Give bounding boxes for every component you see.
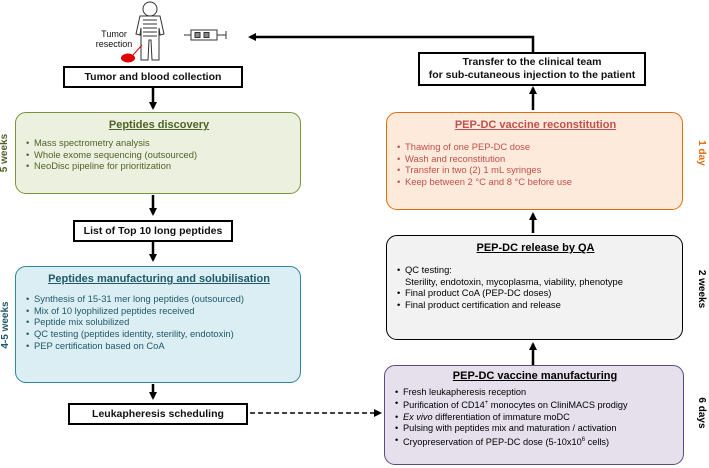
top10-peptides-label: List of Top 10 long peptides: [83, 224, 223, 237]
list-item: Thawing of one PEP-DC dose: [397, 141, 674, 153]
vaccine-manufacturing-title: PEP-DC vaccine manufacturing: [452, 370, 618, 382]
cd14-superscript: +: [484, 400, 489, 407]
list-item: QC testing (peptides identity, sterility…: [26, 328, 292, 340]
cryo-superscript: 6: [581, 436, 586, 443]
release-by-qa-title: PEP-DC release by QA: [476, 242, 595, 254]
duration-6-days: 6 days: [696, 397, 707, 429]
tumor-label-line1: Tumor: [101, 29, 127, 39]
list-item: Mix of 10 lyophilized peptides received: [26, 305, 292, 317]
cryo-text-post: cells): [585, 436, 610, 447]
release-by-qa-panel: PEP-DC release by QA QC testing: Sterili…: [386, 235, 683, 340]
top10-peptides-box: List of Top 10 long peptides: [73, 220, 233, 242]
list-item: Final product certification and release: [397, 299, 674, 311]
list-sub-item: Sterility, endotoxin, mycoplasma, viabil…: [405, 275, 623, 287]
list-item: NeoDisc pipeline for prioritization: [26, 160, 292, 172]
vaccine-reconstitution-list: Thawing of one PEP-DC dose Wash and reco…: [397, 141, 674, 188]
peptides-discovery-title: Peptides discovery: [108, 119, 210, 131]
duration-4-5-weeks: 4-5 weeks: [0, 301, 11, 349]
list-item: Whole exome sequencing (outsourced): [26, 149, 292, 161]
peptides-discovery-panel: Peptides discovery Mass spectrometry ana…: [15, 112, 301, 194]
syringe-icon: [184, 29, 227, 41]
transfer-line1: Transfer to the clinical team: [462, 56, 602, 69]
duration-2-weeks: 2 weeks: [696, 269, 707, 309]
cd14-text-post: monocytes on CliniMACS prodigy: [488, 400, 628, 411]
tumor-pointer: [132, 44, 143, 56]
arrow-transfer-to-patient: [248, 33, 535, 52]
peptides-discovery-list: Mass spectrometry analysis Whole exome s…: [26, 137, 292, 172]
tumor-label-line2: resection: [95, 39, 133, 49]
list-item: PEP certification based on CoA: [26, 340, 292, 352]
list-item: Keep between 2 °C and 8 °C before use: [397, 176, 674, 188]
list-item: Peptide mix solubilized: [26, 316, 292, 328]
list-item: Pulsing with peptides mix and maturation…: [395, 423, 675, 435]
list-item: Purification of CD14+ monocytes on Clini…: [395, 398, 675, 411]
peptides-manufacturing-title: Peptides manufacturing and solubilisatio…: [48, 273, 270, 285]
duration-1-day: 1 day: [696, 140, 707, 166]
tumor-resection-label: Tumor resection: [86, 29, 142, 49]
vaccine-manufacturing-panel: PEP-DC vaccine manufacturing Fresh leuka…: [384, 365, 684, 465]
list-item: Cryopreservation of PEP-DC dose (5-10x10…: [395, 435, 675, 448]
transfer-clinical-team-box: Transfer to the clinical team for sub-cu…: [418, 52, 646, 86]
duration-5-weeks: 5 weeks: [0, 133, 10, 173]
release-by-qa-list: QC testing: Sterility, endotoxin, mycopl…: [397, 264, 674, 311]
vaccine-reconstitution-panel: PEP-DC vaccine reconstitution Thawing of…: [386, 112, 683, 210]
patient-figure-icon: [135, 1, 165, 61]
vaccine-reconstitution-title: PEP-DC vaccine reconstitution: [454, 119, 617, 131]
list-item: Synthesis of 15-31 mer long peptides (ou…: [26, 293, 292, 305]
leukapheresis-scheduling-box: Leukapheresis scheduling: [68, 403, 248, 425]
list-item: Mass spectrometry analysis: [26, 137, 292, 149]
list-item: Final product CoA (PEP-DC doses): [397, 287, 674, 299]
tumor-icon: [121, 53, 135, 63]
vaccine-manufacturing-list: Fresh leukapheresis reception Purificati…: [395, 387, 675, 448]
cd14-text-pre: Purification of CD14: [403, 400, 485, 411]
tumor-blood-collection-label: Tumor and blood collection: [84, 70, 222, 83]
leukapheresis-scheduling-label: Leukapheresis scheduling: [92, 407, 224, 420]
list-item: Fresh leukapheresis reception: [395, 387, 675, 399]
ex-vivo-text-post: differentiation of immature moDC: [432, 411, 570, 422]
cryo-text-pre: Cryopreservation of PEP-DC dose (5-10x10: [403, 436, 582, 447]
transfer-line2: for sub-cutaneous injection to the patie…: [428, 69, 636, 81]
peptides-manufacturing-list: Synthesis of 15-31 mer long peptides (ou…: [26, 293, 292, 352]
list-item: Transfer in two (2) 1 mL syringes: [397, 164, 674, 176]
ex-vivo-text: Ex vivo: [403, 411, 433, 422]
list-item: QC testing:: [397, 264, 674, 276]
list-item: Ex vivo differentiation of immature moDC: [395, 411, 675, 424]
peptides-manufacturing-panel: Peptides manufacturing and solubilisatio…: [15, 266, 301, 383]
list-item: Wash and reconstitution: [397, 153, 674, 165]
tumor-blood-collection-box: Tumor and blood collection: [63, 66, 243, 88]
